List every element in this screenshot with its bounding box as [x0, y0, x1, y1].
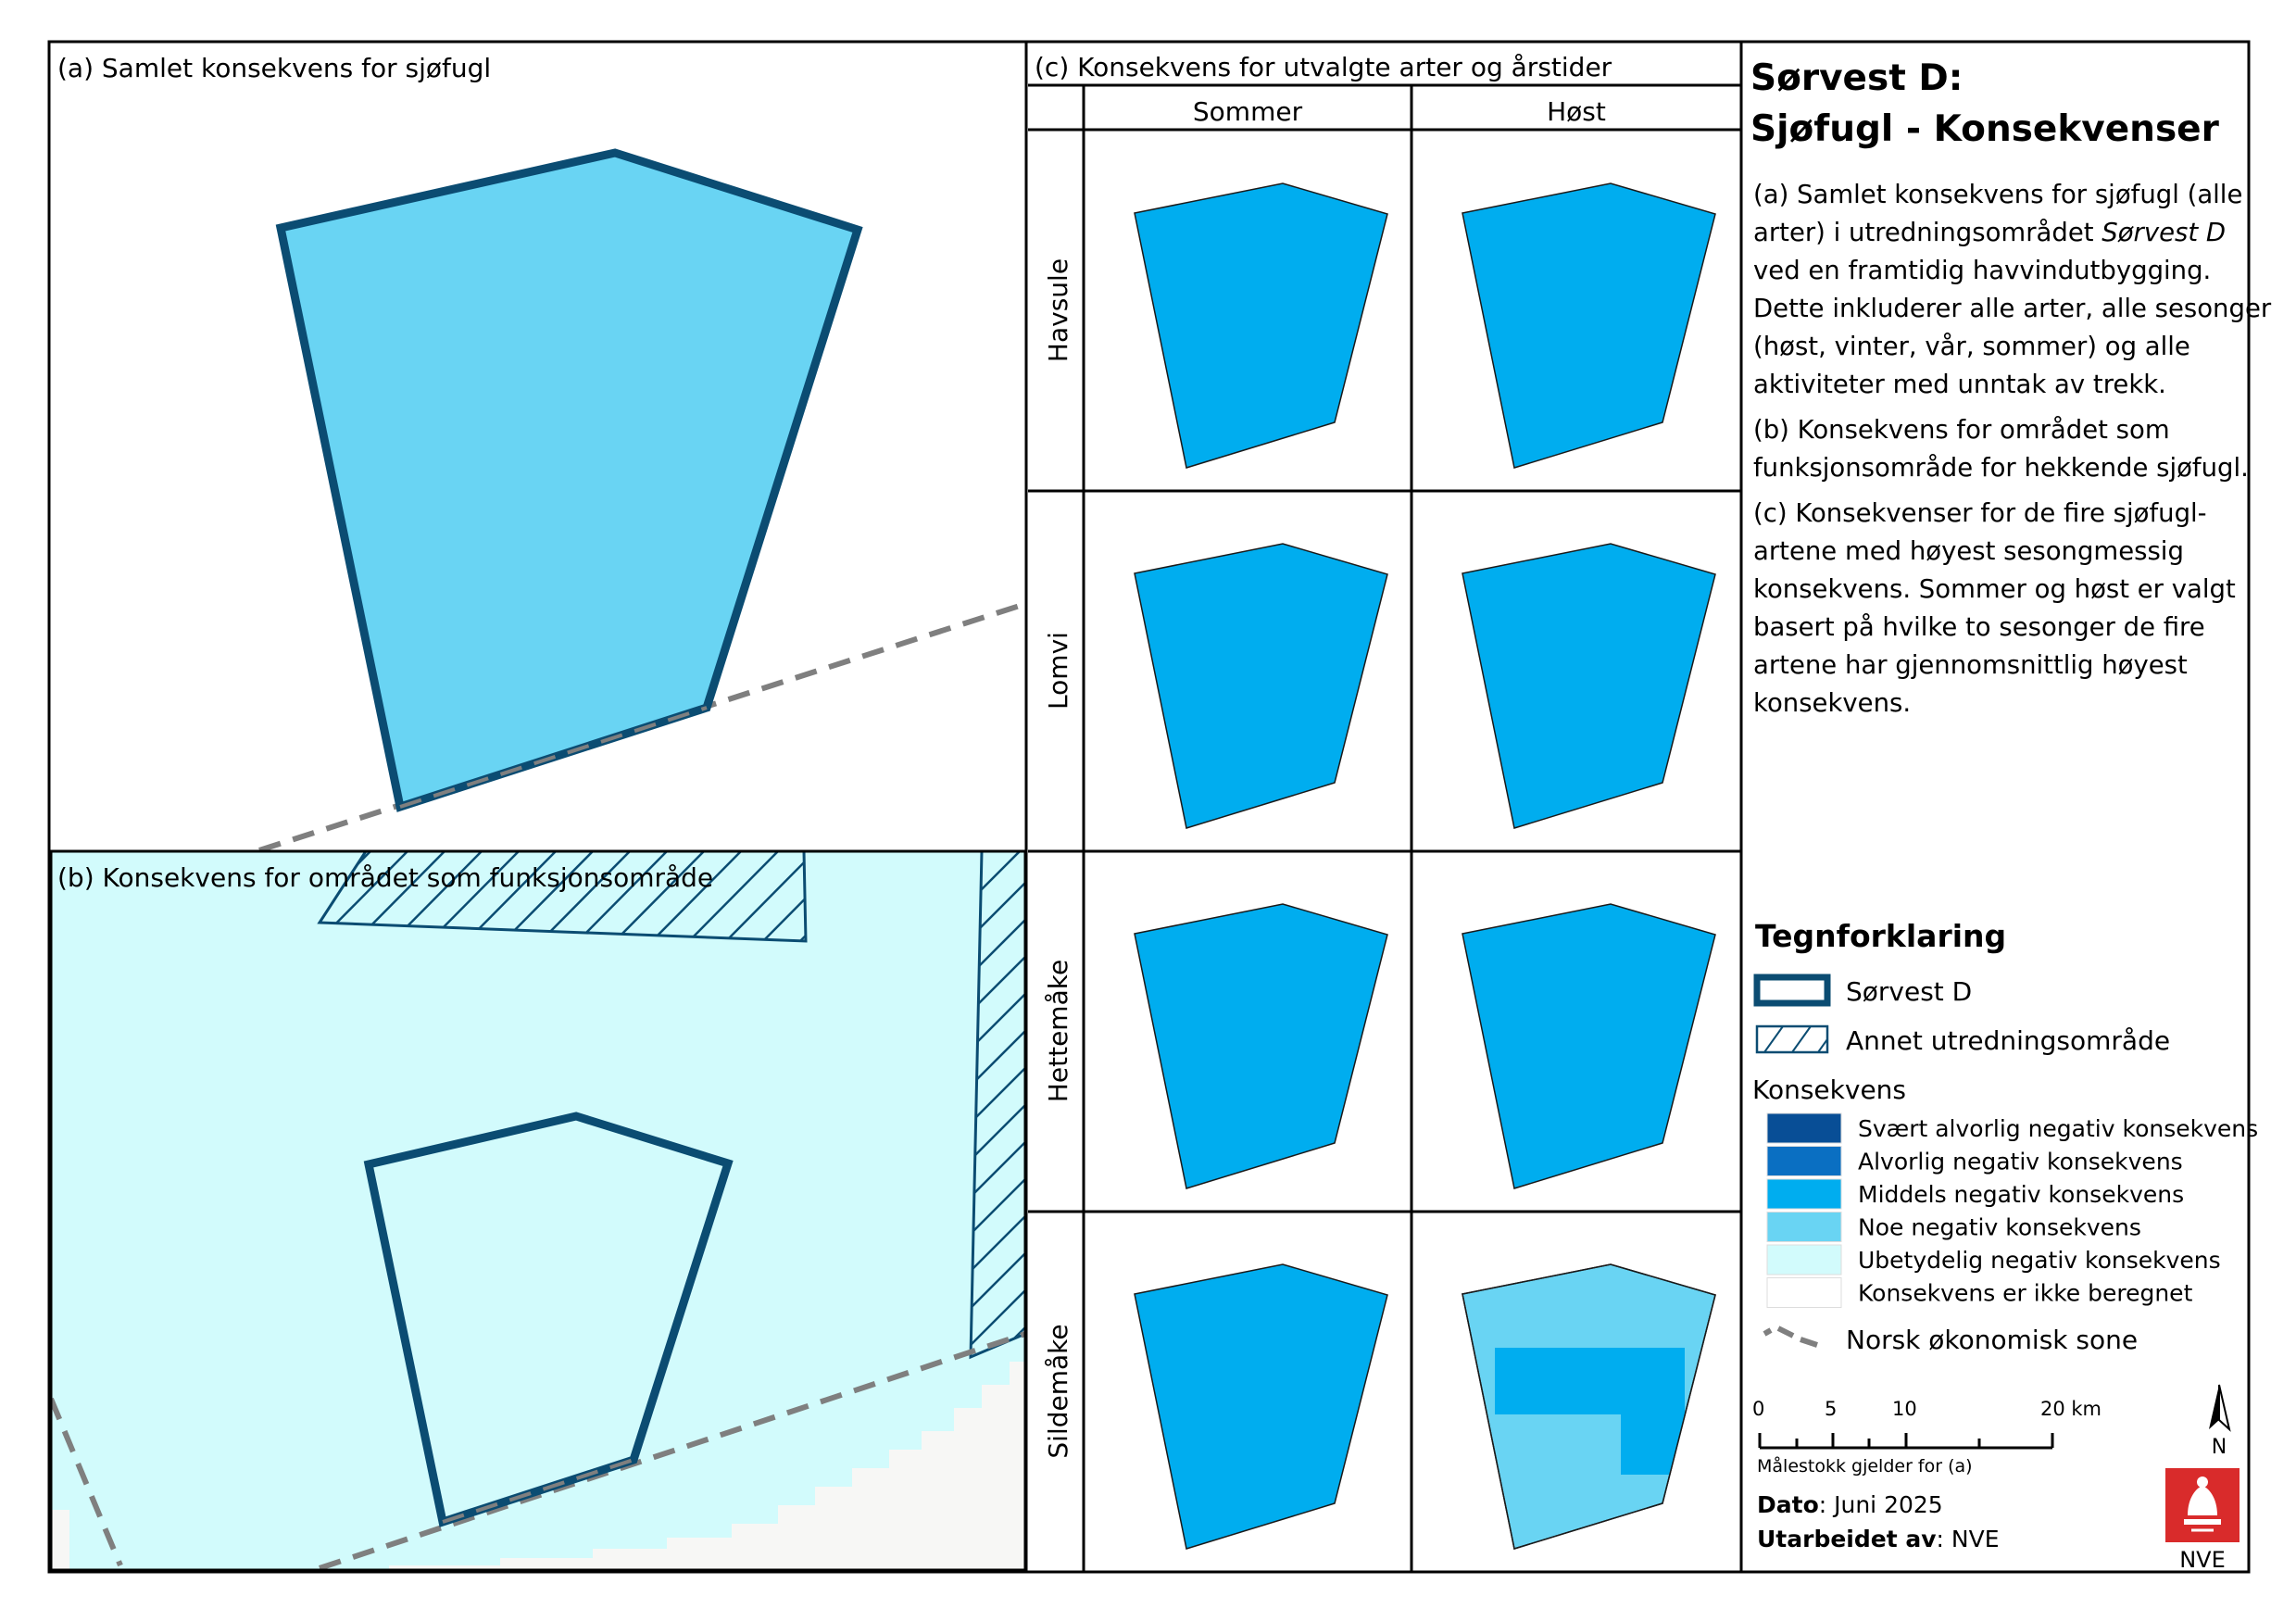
legend-sorvest-d-label: Sørvest D [1846, 976, 1972, 1007]
description-c: (c) Konsekvenser for de fire sjøfugl-art… [1753, 498, 2236, 718]
legend-konsekvens-title: Konsekvens [1752, 1074, 1906, 1105]
legend-class-swatch [1766, 1244, 1842, 1275]
legend-annet-label: Annet utredningsområde [1846, 1025, 2170, 1056]
legend-class-label: Ubetydelig negativ konsekvens [1858, 1247, 2221, 1274]
panel-c-label: (c) Konsekvens for utvalgte arter og års… [1035, 52, 1612, 82]
legend-class-swatch [1766, 1146, 1842, 1176]
legend-class-label: Alvorlig negativ konsekvens [1858, 1149, 2183, 1175]
cell-map-havsule-host [1462, 182, 1716, 469]
legend-title: Tegnforklaring [1755, 918, 2006, 954]
cell-map-sildemake-host-middels-block [1495, 1348, 1685, 1475]
scale-tick-0: 0 [1752, 1398, 1764, 1420]
scale-tick-10: 10 [1892, 1398, 1917, 1420]
scale-tick-20: 20 km [2040, 1398, 2102, 1420]
annet-utredningsomrade-1 [317, 851, 808, 943]
description-b: (b) Konsekvens for området som funksjons… [1753, 415, 2249, 483]
title-line-2: Sjøfugl - Konsekvenser [1750, 108, 2220, 150]
legend-class-label: Svært alvorlig negativ konsekvens [1858, 1115, 2258, 1142]
author-label: Utarbeidet av: NVE [1757, 1526, 2000, 1552]
cell-map-hettemake-host [1462, 903, 1716, 1189]
row-label-hettemake: Hettemåke [1043, 960, 1073, 1102]
panel-c: (c) Konsekvens for utvalgte arter og års… [1028, 52, 1741, 1572]
legend-class-swatch [1766, 1178, 1842, 1210]
legend-zone-symbol [1763, 1326, 1818, 1348]
legend-class-label: Middels negativ konsekvens [1858, 1181, 2184, 1208]
legend-zone-label: Norsk økonomisk sone [1846, 1325, 2138, 1355]
legend-class-label: Konsekvens er ikke beregnet [1858, 1280, 2193, 1307]
description-text: (a) Samlet konsekvens for sjøfugl (alle … [1753, 176, 2272, 730]
economic-zone-line-b2 [51, 1397, 123, 1567]
panel-a [51, 44, 1025, 851]
row-label-sildemake: Sildemåke [1043, 1324, 1073, 1458]
title-line-1: Sørvest D: [1750, 57, 1963, 99]
legend-annet-symbol [1755, 1024, 1829, 1054]
column-header-host: Høst [1547, 96, 1606, 127]
sorvest-d-area-b [363, 1112, 734, 1527]
legend-class-swatch [1766, 1212, 1842, 1242]
scalebar: 0 5 10 20 km Målestokk gjelder for (a) [1752, 1398, 2102, 1476]
cell-map-lomvi-host [1462, 543, 1716, 829]
land-area [389, 1362, 1025, 1570]
row-label-havsule: Havsule [1043, 258, 1073, 362]
scale-tick-5: 5 [1825, 1398, 1837, 1420]
column-header-sommer: Sommer [1193, 96, 1303, 127]
sorvest-d-area-a [275, 148, 863, 812]
cell-map-lomvi-sommer [1134, 543, 1388, 829]
cell-map-hettemake-sommer [1134, 903, 1388, 1189]
annet-utredningsomrade-2 [969, 851, 1025, 1360]
legend-sorvest-d-symbol [1753, 974, 1831, 1007]
cell-map-sildemake-sommer [1134, 1263, 1388, 1550]
cell-map-havsule-sommer [1134, 182, 1388, 469]
north-letter: N [2212, 1436, 2227, 1459]
legend-class-swatch [1766, 1112, 1842, 1144]
description-a: (a) Samlet konsekvens for sjøfugl (alle … [1753, 180, 2272, 399]
row-label-lomvi: Lomvi [1043, 632, 1073, 710]
panel-a-label: (a) Samlet konsekvens for sjøfugl [57, 53, 491, 83]
dato-label: Dato: Juni 2025 [1757, 1491, 1943, 1518]
panel-b-label: (b) Konsekvens for området som funksjons… [57, 862, 713, 893]
legend-class-label: Noe negativ konsekvens [1858, 1214, 2141, 1241]
legend-class-swatch [1766, 1277, 1842, 1308]
scale-note: Målestokk gjelder for (a) [1757, 1455, 1973, 1476]
nve-logo-text: NVE [2179, 1547, 2226, 1573]
legend: Tegnforklaring Sørvest D Annet utredning… [1752, 918, 2258, 1355]
economic-zone-line-b [319, 1331, 1025, 1570]
nve-logo: NVE [2165, 1468, 2240, 1573]
panel-b [51, 851, 1025, 1570]
north-arrow: N [2209, 1384, 2231, 1459]
